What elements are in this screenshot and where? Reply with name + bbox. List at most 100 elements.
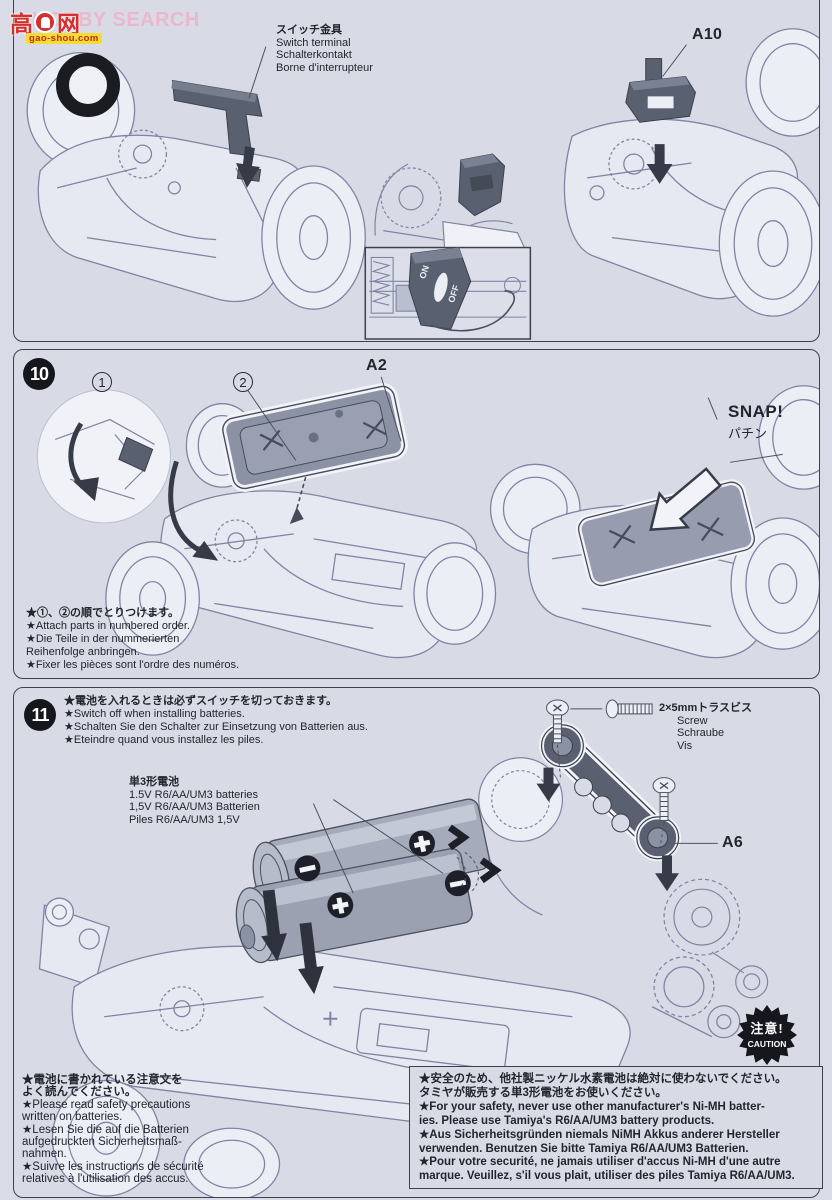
insert-arrow-head [289, 507, 304, 524]
down-arrow-icon [655, 855, 679, 892]
note-line: ★電池を入れるときは必ずスイッチを切っておきます。 [64, 695, 338, 707]
label-line-ja: スイッチ金具 [276, 24, 342, 36]
holder-context-art [478, 757, 769, 999]
snap-arrow-icon [649, 467, 722, 531]
label-line-ja: 2×5mmトラスビス [659, 702, 753, 714]
screw-actual-size-icon [570, 699, 653, 719]
precaution-line: ★Suivre les instructions de sécurité [22, 1160, 204, 1173]
note-line: ★Die Teile in der nummerierten [26, 633, 180, 645]
watermark-cn-right: 网 [57, 11, 80, 37]
step9-illustration: ON OFF [26, 28, 819, 340]
hook-arrow-head [192, 540, 219, 561]
warning-line: verwenden. Benutzen Sie bitte Tamiya R6/… [419, 1142, 749, 1155]
note-line: ★Eteindre quand vous installez les piles… [64, 734, 264, 746]
a2-leader-line [380, 376, 402, 442]
precaution-line: aufgedruckten Sicherheitsmaß- [22, 1136, 182, 1149]
order2-leader-line [247, 390, 297, 461]
label-line-en: Switch terminal [276, 36, 351, 49]
precaution-line: written on batteries. [22, 1111, 123, 1124]
screw-size-label: 2×5mmトラスビス Screw Schraube Vis [659, 702, 752, 752]
precaution-line: relatives à l'utilisation des accus. [22, 1173, 189, 1186]
step11-notes: ★電池を入れるときは必ずスイッチを切っておきます。 ★Switch off wh… [64, 695, 368, 747]
battery-down-arrow [298, 922, 324, 995]
step10-number-badge: 10 [23, 358, 55, 390]
watermark-url: gao-shou.com [26, 33, 102, 44]
warning-line: ★For your safety, never use other manufa… [419, 1100, 765, 1113]
snap-text-ja: パチン [728, 426, 768, 441]
label-line-en: Screw [677, 714, 708, 727]
switch-mechanism-inset: ON OFF [364, 246, 532, 340]
step11-number-badge: 11 [24, 699, 56, 731]
wheel [413, 542, 497, 645]
step11-panel: 11 ★電池を入れるときは必ずスイッチを切っておきます。 ★Switch off… [13, 687, 823, 1198]
chevron-arrow-icon [447, 824, 470, 851]
watermark-cn-left: 高 [10, 11, 33, 37]
battery-precautions: ★電池に書かれている注意文を よく読んでください。 ★Please read s… [22, 1074, 204, 1186]
screw-part [545, 699, 569, 778]
part-code-a10: A10 [692, 26, 723, 43]
part-code-a6: A6 [722, 834, 744, 851]
label-line-ja: 単3形電池 [129, 776, 180, 788]
a10-leader-line [662, 44, 687, 77]
warning-line: ies. Please use Tamiya's R6/AA/UM3 batte… [419, 1114, 715, 1127]
order-1-marker: 1 [92, 372, 112, 392]
wheel [261, 165, 366, 310]
snap-emphasis-line [707, 397, 718, 420]
step10-illustration [36, 376, 819, 659]
label-line-fr: Vis [677, 739, 693, 752]
right-chassis-art [563, 28, 819, 317]
warning-line: タミヤが販売する単3形電池をお使いください。 [419, 1086, 667, 1099]
warning-line: ★Aus Sicherheitsgründen niemals NiMH Akk… [419, 1128, 780, 1141]
precaution-line: ★Lesen Sie die auf die Batterien [22, 1123, 189, 1136]
starburst-shape [737, 1005, 797, 1065]
caution-text-ja: 注意! [750, 1021, 783, 1036]
snap-callout: SNAP! パチン [728, 402, 783, 442]
warning-line: marque. Veuillez, s'il vous plait, utili… [419, 1170, 795, 1183]
watermark: HOBBY SEARCH 高网 gao-shou.com [6, 2, 226, 62]
caution-badge: 注意! CAUTION [737, 1005, 797, 1065]
rotation-dashed-hint [456, 851, 479, 893]
order-2-marker: 2 [233, 372, 253, 392]
hook-arrow-icon [168, 460, 202, 553]
step10-panel: 10 1 2 A2 SNAP! パチン ★①、②の順でとりつけます。 ★Atta… [13, 349, 820, 679]
label-line-fr: Piles R6/AA/UM3 1,5V [129, 813, 240, 826]
note-line: Reihenfolge anbringen. [26, 646, 140, 658]
snap-emphasis-line [730, 453, 783, 463]
battery-down-arrow [261, 889, 287, 962]
switch-wire [430, 290, 515, 332]
roller-wheel [653, 956, 715, 1018]
step9-panel: ON OFF [13, 0, 820, 342]
step10-notes: ★①、②の順でとりつけます。 ★Attach parts in numbered… [26, 607, 239, 672]
label-line-en: 1.5V R6/AA/UM3 batteries [129, 788, 259, 801]
watermark-thumb-icon [34, 11, 56, 33]
precaution-line: ★電池に書かれている注意文を [22, 1074, 183, 1086]
wheel [730, 517, 819, 650]
chevron-arrow-icon [479, 857, 502, 884]
watermark-brand-cn: 高网 [10, 5, 80, 39]
part-code-a2: A2 [366, 357, 388, 374]
screw-part [652, 777, 676, 848]
precaution-line: nahmen. [22, 1148, 67, 1161]
battery-leader-line [312, 803, 354, 894]
step10-detail-inset [36, 389, 171, 524]
label-line-de: Schalterkontakt [276, 49, 352, 62]
note-line: ★Attach parts in numbered order. [26, 620, 190, 632]
step10-chassis [105, 403, 497, 659]
spring [371, 260, 391, 306]
switch-on-label: ON [417, 264, 431, 280]
step9-number-badge [56, 53, 120, 117]
note-line: ★Schalten Sie den Schalter zur Einsetzun… [64, 721, 368, 733]
warning-line: ★安全のため、他社製ニッケル水素電池は絶対に使わないでください。 [419, 1073, 787, 1085]
warning-line: ★Pour votre securité, ne jamais utiliser… [419, 1156, 781, 1169]
watermark-brand-en: HOBBY SEARCH [32, 9, 200, 31]
a10-part [625, 58, 696, 123]
label-line-de: Schraube [677, 727, 725, 740]
down-arrow-icon [646, 144, 673, 184]
note-line: ★①、②の順でとりつけます。 [26, 607, 180, 619]
insert-dashed-line [295, 477, 307, 510]
battery-leader-line [333, 799, 444, 874]
label-line-fr: Borne d'interrupteur [276, 61, 373, 74]
label-line-de: 1,5V R6/AA/UM3 Batterien [129, 801, 260, 814]
snap-text-en: SNAP! [728, 402, 784, 421]
